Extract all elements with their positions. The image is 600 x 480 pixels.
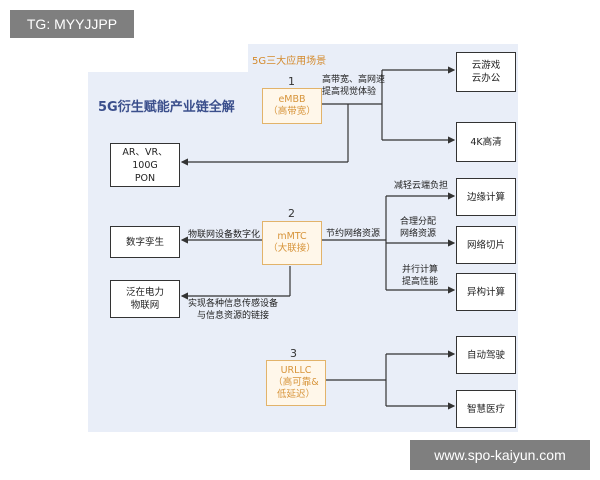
- watermark-top: TG: MYYJJPP: [10, 10, 134, 38]
- diagram-title: 5G衍生赋能产业链全解: [98, 100, 235, 115]
- scenes-title: 5G三大应用场景: [252, 56, 327, 67]
- label-allocate: 合理分配 网络资源: [400, 217, 437, 239]
- node-4k: 4K高清: [456, 122, 516, 162]
- node-cloud-gaming: 云游戏 云办公: [456, 52, 516, 92]
- urllc-number: 3: [290, 347, 297, 360]
- label-reduce-load: 减轻云端负担: [394, 181, 449, 191]
- node-autodrive: 自动驾驶: [456, 336, 516, 374]
- node-smart-medical: 智慧医疗: [456, 390, 516, 428]
- node-network-slicing: 网络切片: [456, 226, 516, 264]
- label-embb-top: 高带宽、高网速 提高视觉体验: [322, 75, 386, 97]
- embb-number: 1: [288, 75, 295, 88]
- watermark-bottom: www.spo-kaiyun.com: [410, 440, 590, 470]
- node-urllc: URLLC （高可靠& 低延迟）: [266, 360, 326, 406]
- mmtc-number: 2: [288, 207, 295, 220]
- label-parallel: 并行计算 提高性能: [402, 265, 439, 287]
- node-embb: eMBB （高带宽）: [262, 88, 322, 124]
- label-save-resources: 节约网络资源: [326, 229, 381, 239]
- node-iot-power: 泛在电力 物联网: [110, 280, 180, 318]
- node-edge-computing: 边缘计算: [456, 178, 516, 216]
- label-link: 实现各种信息传感设备 与信息资源的链接: [188, 299, 279, 321]
- label-digitize: 物联网设备数字化: [188, 230, 261, 240]
- node-ar-vr: AR、VR、 100G PON: [110, 143, 180, 187]
- node-digital-twin: 数字孪生: [110, 226, 180, 258]
- node-hetero-computing: 异构计算: [456, 273, 516, 311]
- node-mmtc: mMTC （大联接）: [262, 221, 322, 265]
